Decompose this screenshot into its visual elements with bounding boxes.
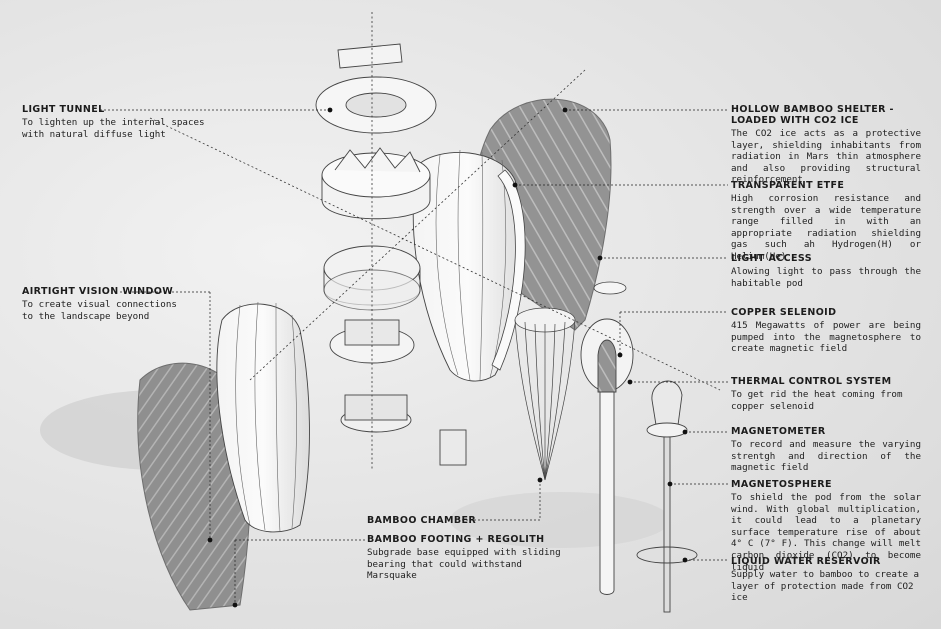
label-desc: To record and measure the varying strent… [731, 439, 921, 474]
label-desc: The CO2 ice acts as a protective layer, … [731, 128, 921, 186]
label-title: TRANSPARENT ETFE [731, 180, 845, 191]
label-desc: To shield the pod from the solar wind. W… [731, 492, 921, 573]
magnetometer-mast [636, 380, 698, 613]
etfe-pod-left [216, 303, 310, 533]
label-bamboo-chamber: BAMBOO CHAMBER [367, 515, 497, 526]
label-title: LIGHT TUNNEL [22, 104, 105, 115]
leader-dots [207, 107, 688, 608]
label-title: LIGHT ACCESS [731, 253, 812, 264]
label-desc: 415 Megawatts of power are being pumped … [731, 320, 921, 355]
label-transparent-etfe: TRANSPARENT ETFE High corrosion resistan… [731, 180, 921, 263]
light-access-disc [593, 281, 627, 295]
bamboo-chamber-cage [514, 307, 576, 481]
label-desc: Supply water to bamboo to create a layer… [731, 569, 920, 604]
label-desc: Alowing light to pass through the habita… [731, 266, 921, 289]
leader-lines [100, 109, 728, 605]
label-desc: Subgrade base equipped with sliding bear… [367, 547, 561, 582]
label-title: THERMAL CONTROL SYSTEM [731, 376, 892, 387]
label-title: MAGNETOSPHERE [731, 479, 832, 490]
label-title: HOLLOW BAMBOO SHELTER - LOADED WITH CO2 … [731, 104, 894, 126]
label-thermal-control-system: THERMAL CONTROL SYSTEM To get rid the he… [731, 376, 921, 412]
label-desc: To get rid the heat coming from copper s… [731, 389, 903, 412]
label-airtight-vision-window: AIRTIGHT VISION WINDOW To create visual … [22, 286, 192, 322]
ground-shadow [450, 492, 670, 548]
label-title: BAMBOO FOOTING + REGOLITH [367, 534, 545, 545]
label-title: MAGNETOMETER [731, 426, 826, 437]
label-hollow-bamboo-shelter: HOLLOW BAMBOO SHELTER - LOADED WITH CO2 … [731, 104, 921, 186]
label-title: COPPER SELENOID [731, 307, 837, 318]
label-copper-selenoid: COPPER SELENOID 415 Megawatts of power a… [731, 307, 921, 355]
label-desc: To create visual connections to the land… [22, 299, 177, 322]
label-desc: To lighten up the internal spaces with n… [22, 117, 205, 140]
copper-selenoid-column [580, 318, 634, 595]
label-magnetometer: MAGNETOMETER To record and measure the v… [731, 426, 921, 474]
label-light-tunnel: LIGHT TUNNEL To lighten up the internal … [22, 104, 227, 140]
label-desc: High corrosion resistance and strength o… [731, 193, 921, 262]
label-title: AIRTIGHT VISION WINDOW [22, 286, 174, 297]
label-light-access: LIGHT ACCESS Alowing light to pass throu… [731, 253, 921, 289]
etfe-shell-strip [491, 169, 526, 371]
label-magnetosphere: MAGNETOSPHERE To shield the pod from the… [731, 479, 921, 573]
label-liquid-water-reservoir: LIQUID WATER RESERVOIR Supply water to b… [731, 556, 921, 604]
label-title: LIQUID WATER RESERVOIR [731, 556, 881, 567]
label-title: BAMBOO CHAMBER [367, 515, 477, 526]
label-bamboo-footing: BAMBOO FOOTING + REGOLITH Subgrade base … [367, 534, 577, 582]
